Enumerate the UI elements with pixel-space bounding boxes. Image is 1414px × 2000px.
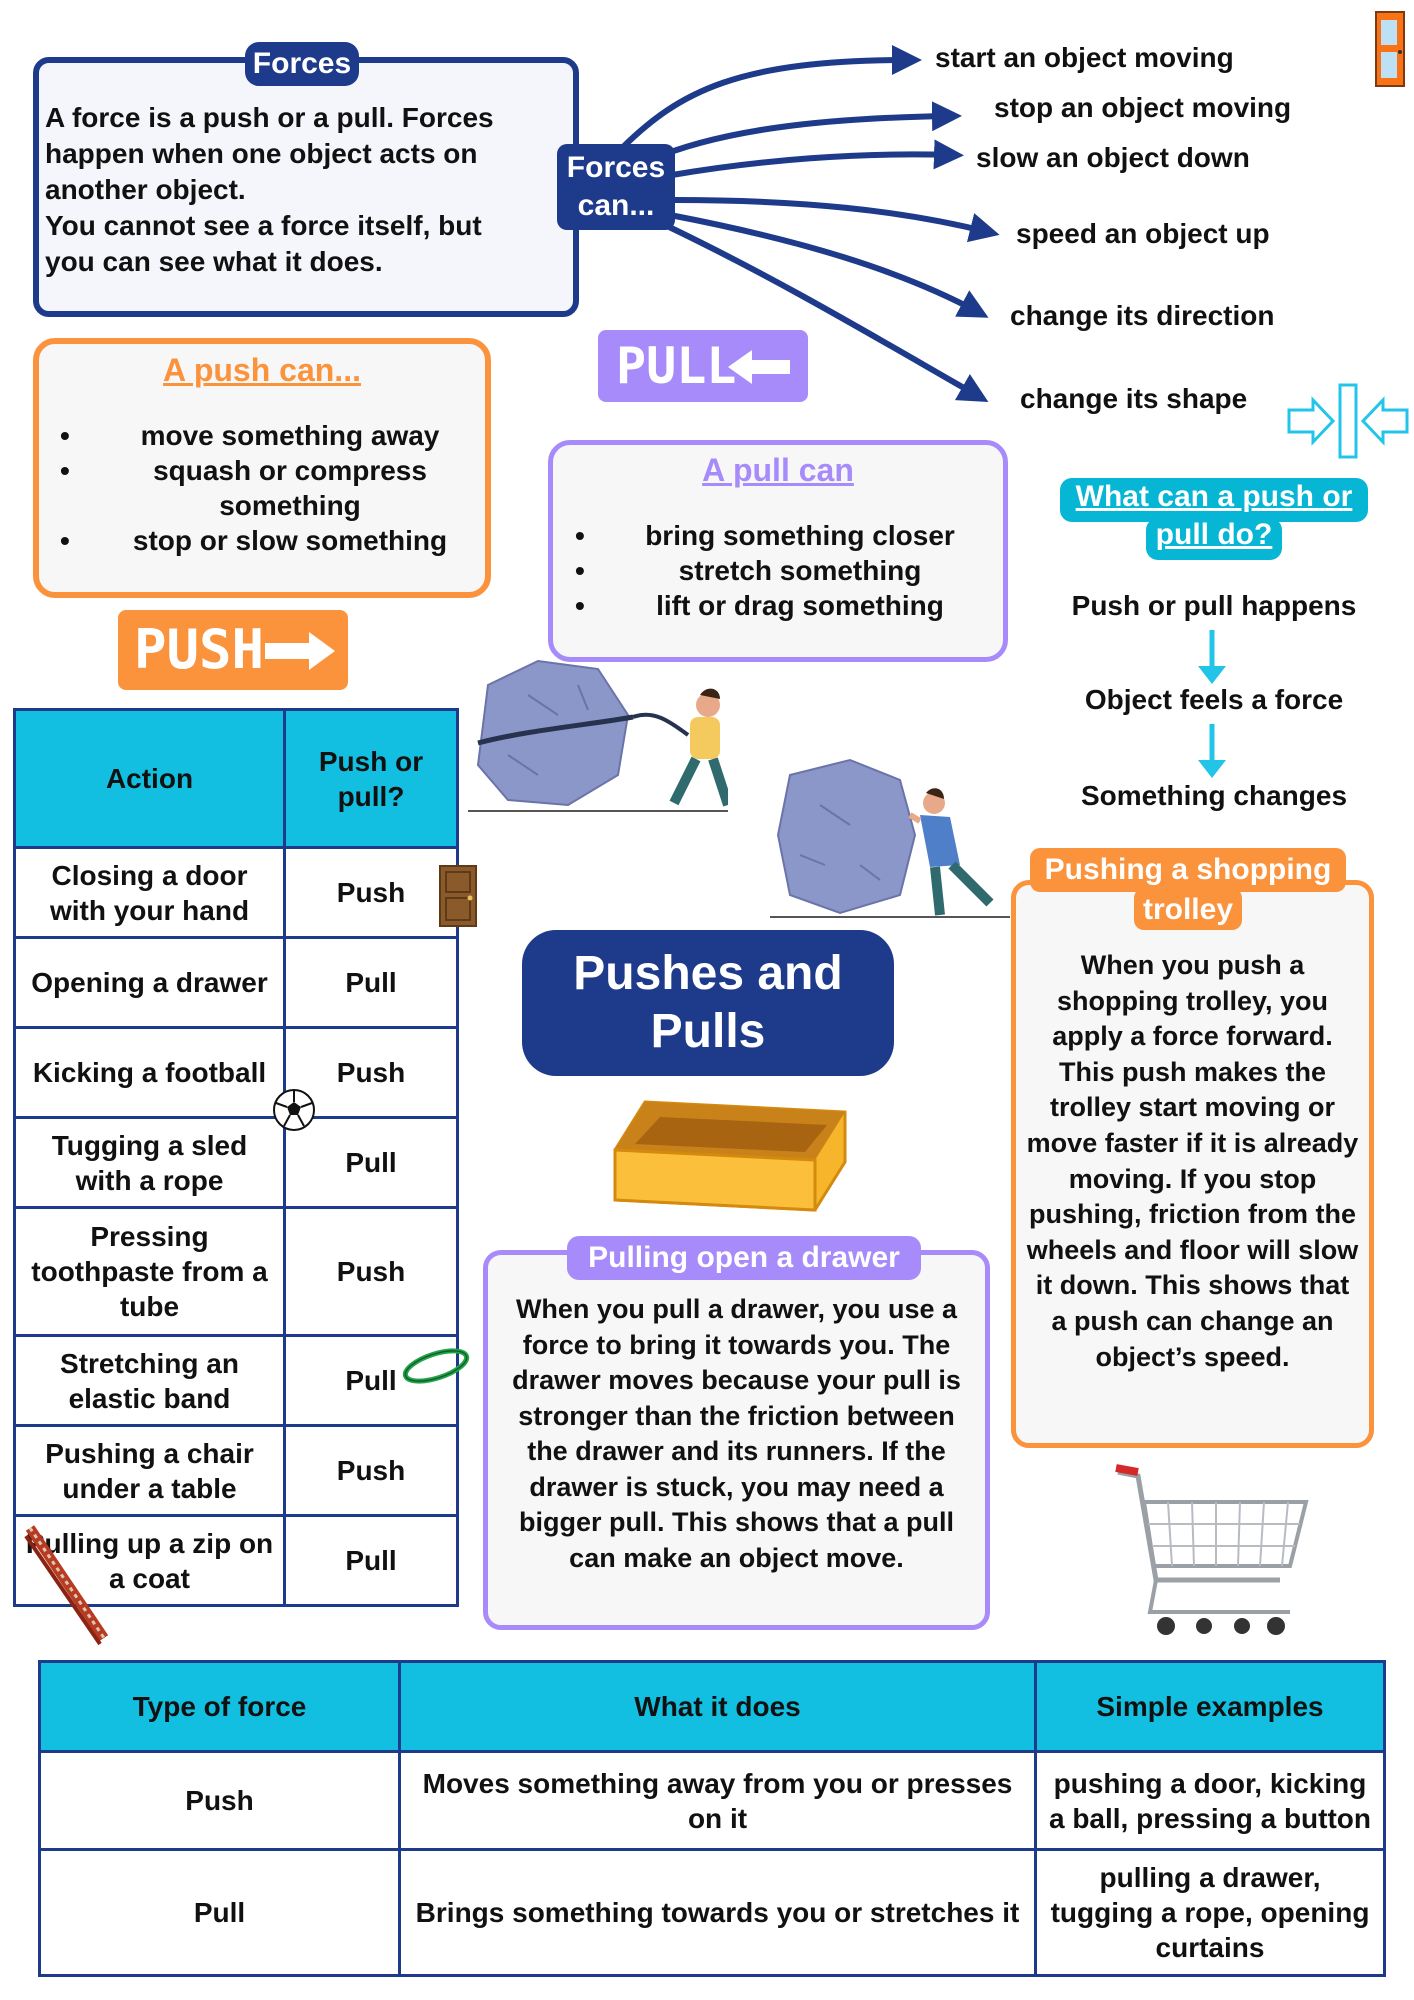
table-row: Stretching an elastic band Pull [13,1334,459,1427]
table-row: Kicking a football Push [13,1026,459,1119]
flow-arrows [1198,630,1226,778]
shopping-trolley-icon [1115,1464,1309,1635]
arrow-right-icon [265,632,335,670]
drawer-box [483,1250,990,1630]
boulder-push-illustration [770,758,1010,918]
arrow-left-icon [728,350,790,384]
drawer-text: When you pull a drawer, you use a force … [512,1294,961,1573]
table-row: Pull Brings something towards you or str… [38,1848,1386,1977]
examples-cell: pushing a door, kicking a ball, pressing… [1034,1750,1386,1851]
forces-can-label: Forces can... [557,144,675,230]
action-cell: Closing a door with your hand [13,846,286,939]
table-row: Pressing toothpaste from a tube Push [13,1206,459,1337]
type-cell: Push [283,1206,459,1337]
forces-title: Forces [245,42,359,86]
type-cell: Pull [283,1116,459,1209]
football-icon [273,1089,315,1131]
list-item: lift or drag something [575,588,985,623]
pull-sign: PULL [598,330,808,402]
table-row: Pulling up a zip on a coat Pull [13,1514,459,1607]
table-row: Push Moves something away from you or pr… [38,1750,1386,1851]
examples-cell: pulling a drawer, tugging a rope, openin… [1034,1848,1386,1977]
type-cell: Pull [38,1848,401,1977]
trolley-title-bg [1134,888,1242,930]
actions-table: Action Push or pull? Closing a door with… [13,708,459,1607]
table-row: Opening a drawer Pull [13,936,459,1029]
trolley-title-bg [1030,848,1346,892]
pull-can-title: A pull can [702,452,854,488]
drawer-icon [613,1100,847,1212]
list-item: stop or slow something [60,523,480,558]
pull-can-list: bring something closer stretch something… [575,518,985,623]
type-cell: Pull [283,936,459,1029]
type-cell: Push [283,846,459,939]
forces-definition: A force is a push or a pull. Forces happ… [45,102,494,277]
table-header: Push or pull? [283,708,459,849]
effect-direction: change its direction [1010,300,1275,331]
table-row: Closing a door with your hand Push [13,846,459,939]
table-header: Simple examples [1034,1660,1386,1753]
what-title-line2: pull do? [1155,518,1273,551]
effect-start: start an object moving [935,42,1234,73]
door-icon [439,865,477,927]
what-title-bg [1060,478,1368,522]
boulder-pull-illustration [468,659,728,812]
action-cell: Kicking a football [13,1026,286,1119]
push-can-list: move something away squash or compress s… [60,418,480,558]
type-cell: Pull [283,1334,459,1427]
action-cell: Pushing a chair under a table [13,1424,286,1517]
table-header: What it does [398,1660,1037,1753]
trolley-title: Pushing a shopping trolley [1044,853,1332,926]
elastic-band-icon [402,1348,470,1384]
flow-step-1: Push or pull happens [1071,590,1357,621]
drawer-title: Pulling open a drawer [567,1236,921,1280]
compress-arrows-icon [1287,383,1409,459]
zip-icon [24,1525,109,1646]
push-can-title: A push can... [163,352,361,388]
force-types-table: Type of force What it does Simple exampl… [38,1660,1386,1977]
list-item: squash or compress something [60,453,480,523]
does-cell: Moves something away from you or presses… [398,1750,1037,1851]
table-header-row: Action Push or pull? [13,708,459,849]
effect-slow: slow an object down [976,142,1250,173]
what-title: What can a push or pull do? [1060,478,1368,554]
trolley-box [1011,880,1374,1448]
door-icon [1375,11,1405,87]
what-title-line1: What can a push or [1075,480,1353,513]
table-header-row: Type of force What it does Simple exampl… [38,1660,1386,1753]
action-cell: Stretching an elastic band [13,1334,286,1427]
effect-stop: stop an object moving [994,92,1292,123]
page-title: Pushes and Pulls [522,930,894,1076]
flow-step-2: Object feels a force [1084,684,1344,715]
what-title-bg [1146,518,1282,560]
flow-step-3: Something changes [1080,780,1348,811]
table-row: Tugging a sled with a rope Pull [13,1116,459,1209]
pull-sign-label: PULL [616,337,737,395]
effect-shape: change its shape [1020,383,1248,414]
table-row: Pushing a chair under a table Push [13,1424,459,1517]
action-cell: Opening a drawer [13,936,286,1029]
does-cell: Brings something towards you or stretche… [398,1848,1037,1977]
table-header: Action [13,708,286,849]
effect-speed: speed an object up [1016,218,1270,249]
action-cell: Pulling up a zip on a coat [13,1514,286,1607]
action-cell: Pressing toothpaste from a tube [13,1206,286,1337]
push-sign-label: PUSH [134,618,265,681]
table-header: Type of force [38,1660,401,1753]
action-cell: Tugging a sled with a rope [13,1116,286,1209]
list-item: stretch something [575,553,985,588]
push-sign: PUSH [118,610,348,690]
trolley-text: When you push a shopping trolley, you ap… [1026,950,1359,1372]
list-item: bring something closer [575,518,985,553]
list-item: move something away [60,418,480,453]
type-cell: Pull [283,1514,459,1607]
type-cell: Push [283,1424,459,1517]
type-cell: Push [38,1750,401,1851]
